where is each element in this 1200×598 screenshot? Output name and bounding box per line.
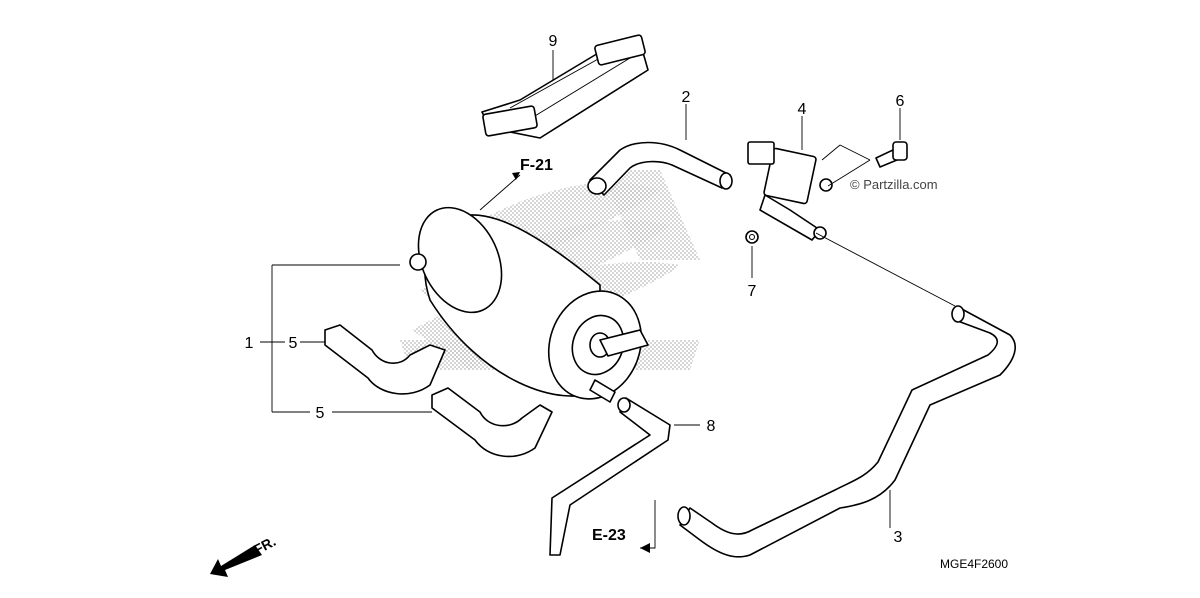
cushion-part-upper[interactable] — [324, 324, 446, 395]
callout-5-lower[interactable]: 5 — [316, 405, 325, 422]
direction-arrow-icon — [210, 545, 262, 577]
front-direction-indicator: FR. — [210, 533, 278, 577]
ref-e23[interactable]: E-23 — [592, 527, 626, 544]
ref-f21[interactable]: F-21 — [520, 157, 553, 174]
callout-7[interactable]: 7 — [748, 283, 757, 300]
bolt-part[interactable] — [875, 141, 908, 168]
arrow-e23 — [640, 543, 650, 553]
strap-part[interactable] — [481, 34, 649, 139]
callout-6[interactable]: 6 — [896, 93, 905, 110]
callout-8[interactable]: 8 — [707, 418, 716, 435]
callout-1[interactable]: 1 — [245, 335, 254, 352]
leader-lines — [260, 50, 956, 549]
canister-part[interactable] — [402, 194, 656, 412]
diagram-code: MGE4F2600 — [940, 557, 1008, 571]
callout-3[interactable]: 3 — [894, 529, 903, 546]
callout-9[interactable]: 9 — [549, 33, 558, 50]
arrow-f21 — [512, 172, 520, 180]
solenoid-valve-part[interactable] — [747, 141, 833, 241]
nut-part[interactable] — [745, 230, 759, 244]
callout-2[interactable]: 2 — [682, 89, 691, 106]
partzilla-watermark: © Partzilla.com — [850, 177, 938, 192]
hose-part-8[interactable] — [549, 397, 671, 556]
cushion-part-lower[interactable] — [431, 387, 553, 458]
callout-4[interactable]: 4 — [798, 101, 807, 118]
hose-part-2[interactable] — [587, 141, 733, 196]
callout-5-upper[interactable]: 5 — [289, 335, 298, 352]
hose-part-3[interactable] — [677, 305, 1016, 558]
